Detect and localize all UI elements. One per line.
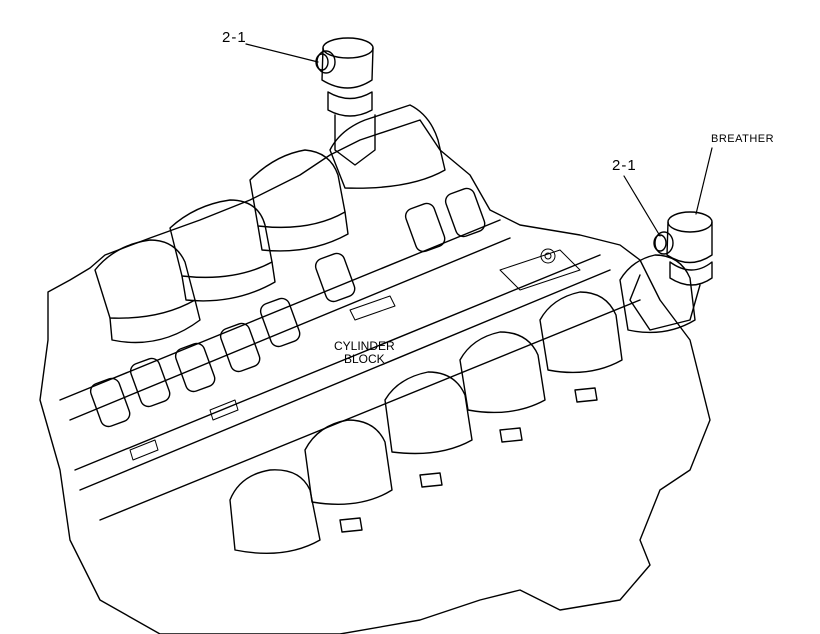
cylinder-block-label-line2: BLOCK bbox=[344, 352, 385, 367]
cylinder-block-label: CYLINDER BLOCK bbox=[334, 339, 395, 367]
engine-block-outline bbox=[39, 119, 711, 634]
cylinder-block-label-line1: CYLINDER bbox=[334, 339, 395, 353]
lower-valve-covers bbox=[229, 254, 696, 554]
left-bank-ports bbox=[89, 187, 486, 428]
upper-valve-covers bbox=[94, 104, 446, 344]
deck-details bbox=[129, 248, 581, 461]
part-ref-label-right: 2-1 bbox=[612, 157, 637, 174]
right-breather-assembly bbox=[629, 211, 713, 331]
part-ref-label-left: 2-1 bbox=[222, 29, 247, 46]
breather-label: BREATHER bbox=[711, 133, 775, 145]
left-bank-deck bbox=[59, 219, 641, 521]
leader-lines bbox=[245, 43, 713, 237]
left-breather-assembly bbox=[315, 37, 376, 166]
